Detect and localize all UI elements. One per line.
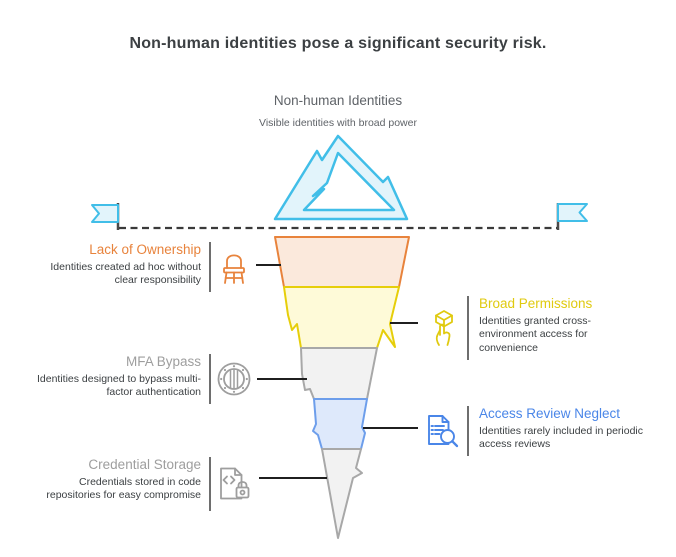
risk-label: MFA Bypass xyxy=(125,354,201,369)
flag-icon-right xyxy=(556,203,588,230)
flag-icon-left xyxy=(91,203,120,230)
divider xyxy=(467,296,469,360)
document-search-icon xyxy=(428,415,459,448)
funnel-segment-credential-storage xyxy=(321,448,363,539)
funnel-segment-mfa-bypass xyxy=(300,347,378,400)
risk-item-access-review-neglect: Access Review Neglect Identities rarely … xyxy=(421,406,661,456)
code-document-lock-icon xyxy=(220,467,250,500)
risk-description: Credentials stored in code repositories … xyxy=(46,475,201,502)
funnel-subheading: Visible identities with broad power xyxy=(259,117,417,129)
funnel-segment-broad-permissions xyxy=(283,286,400,349)
risk-label: Credential Storage xyxy=(88,457,201,472)
divider xyxy=(209,457,211,511)
connector-lines xyxy=(256,264,418,479)
page-title: Non-human identities pose a significant … xyxy=(129,35,547,52)
risk-item-mfa-bypass: MFA Bypass Identities designed to bypass… xyxy=(28,354,257,404)
risk-item-broad-permissions: Broad Permissions Identities granted cro… xyxy=(421,296,661,360)
divider xyxy=(467,406,469,456)
risk-description: Identities designed to bypass multi-fact… xyxy=(36,372,201,399)
risk-item-lack-of-ownership: Lack of Ownership Identities created ad … xyxy=(28,242,257,292)
cube-in-hand-icon xyxy=(435,310,453,346)
risk-description: Identities rarely included in periodic a… xyxy=(479,424,644,451)
divider xyxy=(209,354,211,404)
mountain-icon xyxy=(273,134,409,221)
divider xyxy=(209,242,211,292)
risk-label: Broad Permissions xyxy=(479,296,593,311)
risk-description: Identities granted cross-environment acc… xyxy=(479,314,592,355)
risk-label: Lack of Ownership xyxy=(89,242,201,257)
chair-icon xyxy=(223,254,245,284)
risk-label: Access Review Neglect xyxy=(479,406,621,421)
funnel-segment-access-review-neglect xyxy=(312,398,368,450)
funnel-heading: Non-human Identities xyxy=(273,93,403,108)
funnel-segment-lack-of-ownership xyxy=(274,236,410,288)
porthole-icon xyxy=(217,362,251,396)
risk-item-credential-storage: Credential Storage Credentials stored in… xyxy=(28,457,257,511)
risk-description: Identities created ad hoc without clear … xyxy=(50,260,201,287)
